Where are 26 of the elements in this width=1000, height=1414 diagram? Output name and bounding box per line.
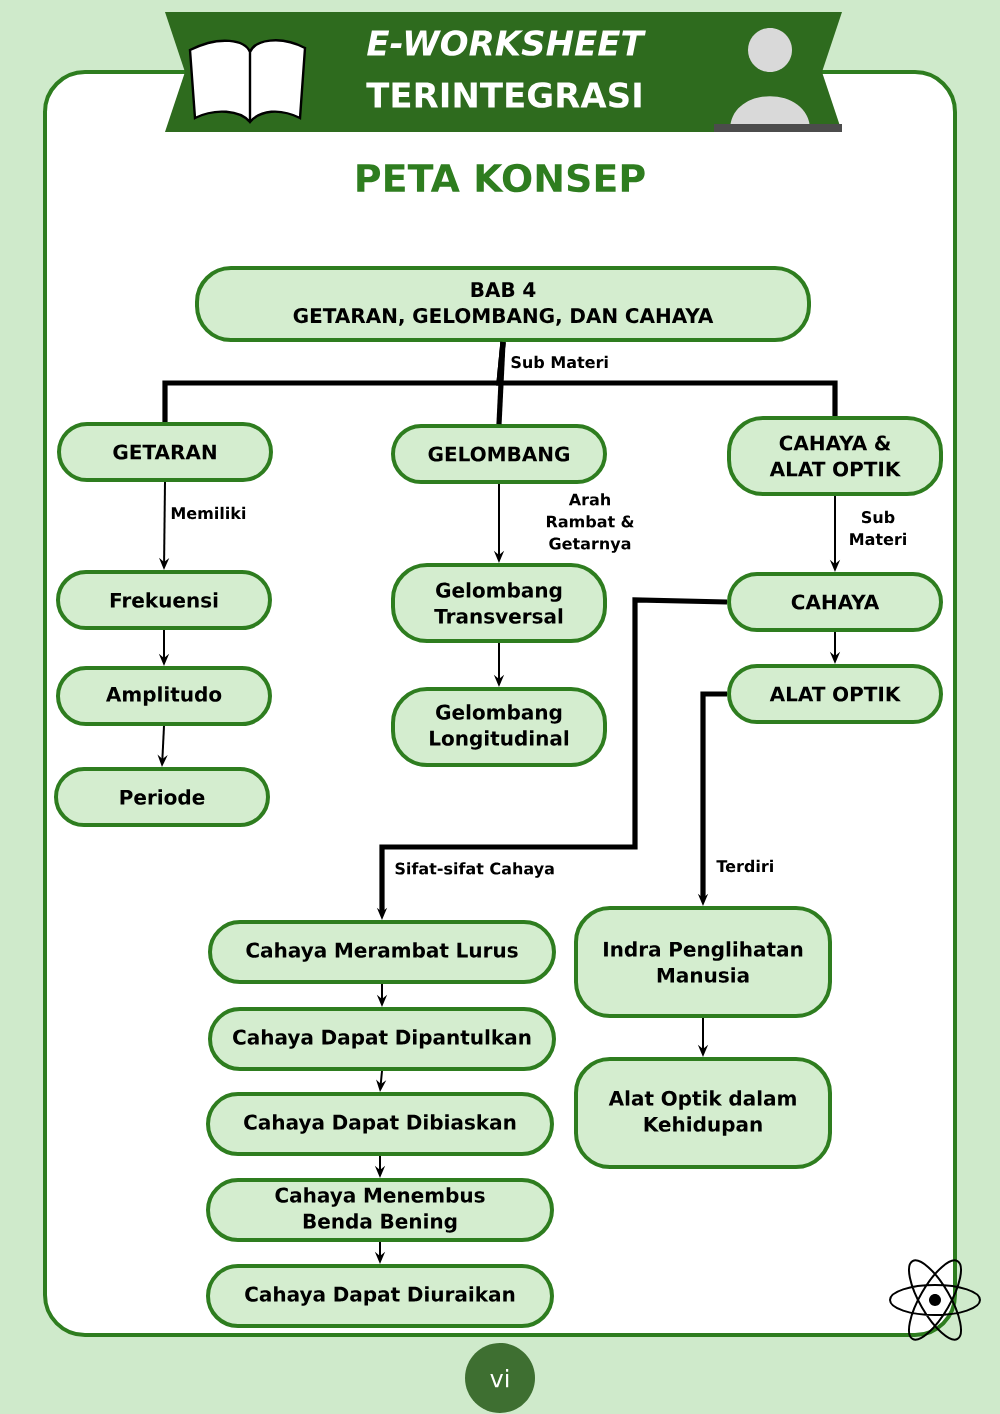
concept-box: Gelombang Transversal: [391, 563, 607, 643]
concept-box: BAB 4 GETARAN, GELOMBANG, DAN CAHAYA: [195, 266, 811, 342]
concept-box: Cahaya Menembus Benda Bening: [206, 1178, 554, 1242]
concept-box: GETARAN: [57, 422, 273, 482]
concept-box: Cahaya Dapat Dipantulkan: [208, 1007, 556, 1071]
banner-text: E-WORKSHEET: [367, 30, 646, 56]
connector: [496, 341, 838, 416]
concept-box: Indra Penglihatan Manusia: [574, 906, 832, 1018]
edge-label: Sifat-sifat Cahaya: [392, 860, 557, 880]
concept-box: GELOMBANG: [391, 424, 607, 484]
concept-box: ALAT OPTIK: [727, 664, 943, 724]
concept-box: Alat Optik dalam Kehidupan: [574, 1057, 832, 1169]
concept-box: Cahaya Dapat Diuraikan: [206, 1264, 554, 1328]
concept-box: CAHAYA & ALAT OPTIK: [727, 416, 943, 496]
concept-box: CAHAYA: [727, 572, 943, 632]
edge-label: Arah Rambat & Getarnya: [540, 491, 640, 555]
concept-box: Cahaya Dapat Dibiaskan: [206, 1092, 554, 1156]
banner-text: TERINTEGRASI: [366, 82, 641, 108]
edge-label: Sub Materi: [842, 508, 914, 548]
title: PETA KONSEP: [357, 163, 645, 193]
concept-box: Gelombang Longitudinal: [391, 687, 607, 767]
concept-box: Periode: [54, 767, 270, 827]
concept-box: Frekuensi: [56, 570, 272, 630]
concept-box: Amplitudo: [56, 666, 272, 726]
connector: [496, 341, 506, 425]
concept-box: Cahaya Merambat Lurus: [208, 920, 556, 984]
